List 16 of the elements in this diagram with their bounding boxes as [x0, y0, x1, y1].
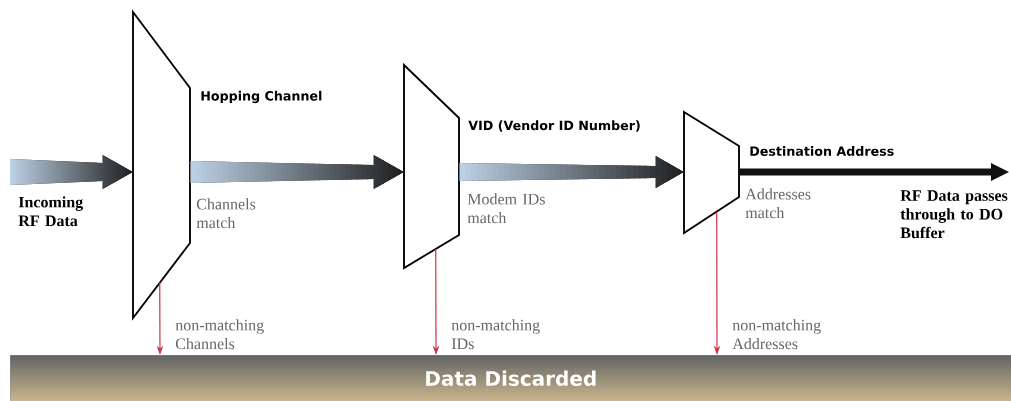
edge-label: non-matching Channels [175, 319, 264, 350]
flow-caption: Incoming RF Data [18, 196, 83, 227]
arrow [190, 155, 404, 189]
match-note: Addresses match [745, 188, 811, 219]
arrow [10, 155, 133, 189]
discard-band: Data Discarded [10, 355, 1011, 401]
arrow [459, 156, 684, 188]
edge-label: non-matching Addresses [732, 319, 821, 350]
filter-heading: Hopping Channel [201, 90, 322, 104]
match-note: Modem IDs match [467, 193, 545, 224]
edge-label: non-matching IDs [451, 319, 540, 350]
arrow [739, 163, 1009, 181]
filter-heading: VID (Vendor ID Number) [468, 120, 640, 132]
filter-heading: Destination Address [750, 146, 894, 156]
flow-caption: RF Data passes through to DO Buffer [900, 190, 1008, 239]
match-note: Channels match [196, 198, 256, 229]
